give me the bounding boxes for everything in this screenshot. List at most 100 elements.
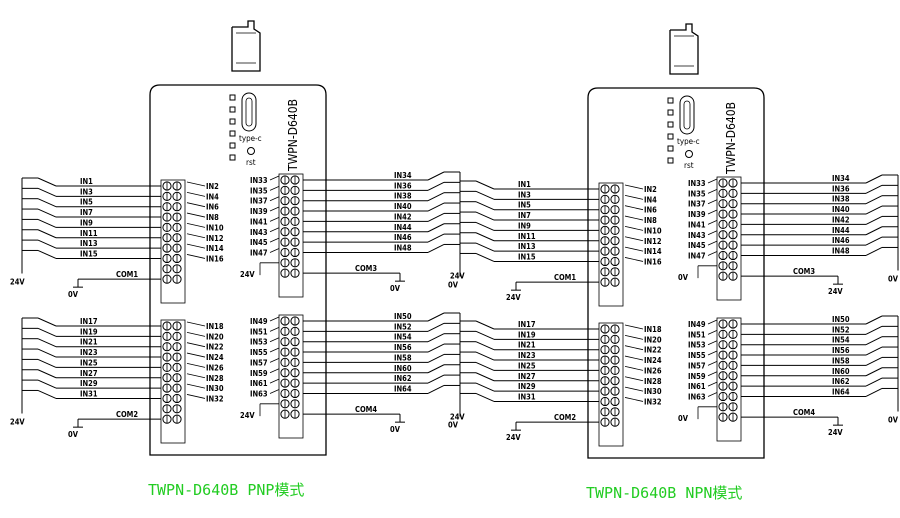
switch-contact-icon	[475, 382, 495, 392]
label-leader	[186, 342, 206, 348]
label-leader	[624, 246, 644, 252]
label-leader	[269, 378, 280, 384]
input-label: IN8	[206, 213, 219, 222]
label-leader	[269, 206, 280, 212]
input-label: IN47	[688, 251, 706, 260]
switch-contact-icon	[427, 192, 445, 202]
terminal-screw-pair	[718, 340, 738, 350]
terminal-screw-pair	[600, 256, 620, 267]
input-label: IN42	[832, 215, 850, 224]
terminal-block-1	[160, 179, 186, 304]
input-label: IN43	[688, 231, 706, 240]
label-leader	[624, 226, 644, 231]
input-label: IN48	[394, 243, 412, 252]
input-label: IN19	[80, 327, 98, 336]
supply-label: 24V	[10, 277, 25, 286]
input-label: IN12	[206, 234, 224, 243]
label-leader	[707, 381, 718, 387]
input-label: IN11	[518, 232, 536, 241]
terminal-screw-pair	[718, 199, 738, 209]
terminal-screw-pair	[600, 225, 620, 235]
terminal-screw-pair	[162, 191, 182, 201]
reset-button-icon[interactable]	[247, 147, 255, 155]
switch-contact-icon	[427, 374, 445, 384]
switch-contact-icon	[475, 392, 495, 402]
input-label: IN26	[206, 363, 224, 372]
input-label: IN60	[394, 364, 412, 373]
label-leader	[707, 350, 718, 356]
input-label: IN52	[832, 325, 850, 334]
switch-contact-icon	[427, 212, 445, 222]
label-leader	[707, 240, 718, 246]
com-label: COM3	[355, 264, 377, 273]
terminal-screw-pair	[718, 350, 738, 360]
terminal-block-1	[598, 182, 624, 307]
supply-label: 0V	[448, 280, 459, 289]
terminal-screw-pair	[600, 396, 620, 407]
terminal-screw-pair	[162, 202, 182, 212]
supply-label: 24V	[450, 412, 465, 421]
com-label: COM3	[793, 267, 815, 276]
label-leader	[624, 334, 644, 340]
terminal-screw-pair	[718, 188, 738, 198]
terminal-screw-pair	[162, 264, 182, 274]
terminal-screw-pair	[600, 267, 620, 277]
input-label: IN46	[832, 236, 850, 245]
terminal-screw-pair	[280, 175, 300, 185]
input-label: IN41	[688, 220, 706, 229]
common-label: 0V	[390, 284, 401, 293]
label-leader	[186, 321, 206, 327]
terminal-screw-pair	[162, 404, 182, 414]
terminal-screw-pair	[162, 352, 182, 362]
input-label: IN10	[206, 223, 224, 232]
input-label: IN27	[80, 369, 98, 378]
terminal-screw-pair	[162, 243, 182, 253]
label-leader	[186, 212, 206, 218]
terminal-screw-pair	[280, 227, 300, 237]
input-label: IN29	[80, 379, 98, 388]
input-label: IN43	[250, 228, 268, 237]
terminal-screw-pair	[280, 247, 300, 258]
input-label: IN4	[644, 195, 657, 204]
terminal-screw-pair	[718, 271, 738, 281]
ground-return-symbol	[833, 276, 843, 285]
terminal-screw-pair	[600, 324, 620, 334]
label-leader	[707, 188, 718, 194]
switch-contact-icon	[865, 184, 883, 194]
label-leader	[186, 383, 206, 389]
input-label: IN24	[644, 356, 662, 365]
input-label: IN32	[644, 397, 662, 406]
label-leader	[186, 191, 206, 197]
label-leader	[624, 184, 644, 190]
label-leader	[186, 181, 206, 187]
switch-contact-icon	[427, 364, 445, 374]
terminal-block-3	[278, 173, 304, 298]
terminal-screw-pair	[600, 376, 620, 386]
input-label: IN55	[688, 351, 706, 360]
input-label: IN10	[644, 226, 662, 235]
switch-contact-icon	[475, 190, 495, 200]
input-label: IN17	[80, 317, 98, 326]
terminal-screw-pair	[280, 409, 300, 419]
switch-contact-icon	[865, 325, 883, 335]
supply-label: 0V	[888, 274, 899, 283]
label-leader	[269, 358, 280, 363]
terminal-screw-pair	[718, 219, 738, 229]
switch-contact-icon	[865, 195, 883, 205]
terminal-screw-pair	[600, 345, 620, 355]
label-leader	[707, 199, 718, 205]
switch-contact-icon	[37, 229, 57, 239]
reset-button-icon[interactable]	[685, 150, 693, 158]
label-leader	[269, 248, 280, 253]
input-label: IN20	[206, 332, 224, 341]
label-leader	[707, 251, 718, 256]
label-leader	[624, 257, 644, 262]
terminal-screw-pair	[280, 326, 300, 336]
input-label: IN60	[832, 367, 850, 376]
rst-label: rst	[684, 161, 694, 170]
din-clip	[231, 20, 261, 72]
switch-contact-icon	[427, 322, 445, 332]
input-label: IN3	[80, 187, 93, 196]
terminal-screw-pair	[280, 258, 300, 268]
input-label: IN16	[644, 257, 662, 266]
